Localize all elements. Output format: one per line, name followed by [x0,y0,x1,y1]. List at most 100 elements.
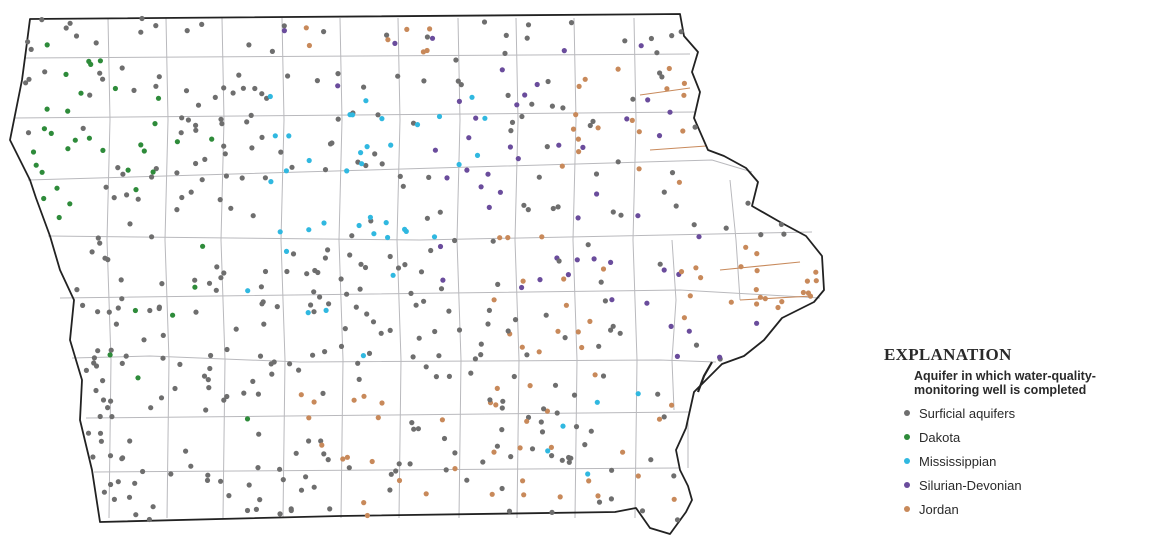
well-surficial [203,407,209,413]
well-dakota [138,142,144,148]
well-surficial [253,506,259,512]
well-surficial [321,29,327,35]
well-jordan [807,293,814,299]
well-surficial [250,213,256,219]
well-surficial [745,200,751,206]
well-surficial [95,309,101,315]
well-surficial [206,280,213,286]
well-surficial [691,222,697,228]
well-dakota [170,312,176,318]
well-surficial [485,321,491,327]
well-surficial [396,461,402,467]
legend-label-silurian-devonian: Silurian-Devonian [919,477,1022,493]
well-jordan [575,136,582,142]
well-surficial [778,221,785,227]
well-surficial [120,171,126,177]
well-surficial [418,269,425,275]
well-surficial [456,327,463,333]
well-surficial [559,457,565,463]
well-surficial [217,197,223,203]
well-dakota [44,42,50,48]
well-surficial [262,268,269,275]
well-surficial [256,431,262,437]
well-surficial [550,205,556,212]
well-dakota [100,147,106,153]
well-surficial [582,442,588,448]
well-surficial [552,382,559,388]
well-surficial [446,308,452,314]
well-surficial [478,341,484,347]
well-surficial [438,286,445,292]
well-surficial [97,430,104,436]
well-surficial [598,279,604,285]
well-surficial [26,76,32,82]
well-surficial [252,85,258,92]
well-silurian-devonian [609,297,615,303]
well-jordan [728,299,734,305]
well-surficial [411,426,417,432]
well-surficial [363,162,369,169]
well-surficial [421,298,427,304]
county-column-line [280,17,286,519]
well-silurian-devonian [514,102,520,108]
well-surficial [221,85,227,91]
well-surficial [212,94,218,100]
well-surficial [402,262,408,268]
well-surficial [585,242,591,248]
well-jordan [693,265,699,271]
well-surficial [115,479,121,485]
well-dakota [41,195,47,202]
well-surficial [103,184,109,190]
county-row-line [85,411,691,419]
well-surficial [87,92,93,98]
well-jordan [494,385,500,391]
well-silurian-devonian [565,272,572,278]
well-surficial [573,424,580,430]
well-surficial [630,96,636,102]
well-surficial [587,122,593,129]
well-jordan [306,415,312,421]
well-surficial [80,125,86,131]
well-mississippian [323,307,329,313]
well-surficial [355,360,361,366]
well-surficial [179,194,185,201]
well-surficial [487,397,493,403]
well-surficial [123,353,129,359]
well-surficial [410,120,417,126]
well-surficial [609,467,615,473]
river-accent-line [639,87,691,96]
county-column-line [671,239,677,411]
well-surficial [322,255,328,261]
well-surficial [97,70,103,76]
well-surficial [347,252,353,258]
well-surficial [304,271,310,277]
well-jordan [520,478,526,484]
well-dakota [63,71,69,77]
well-surficial [505,92,511,98]
well-jordan [575,329,581,335]
well-surficial [63,25,69,31]
legend-item-jordan: Jordan [904,497,1160,521]
well-mississippian [431,234,438,240]
well-jordan [563,302,570,308]
well-surficial [327,141,334,147]
well-jordan [557,494,563,500]
well-mississippian [560,423,566,429]
mississippi-river-line [696,361,713,393]
well-surficial [357,286,363,292]
well-surficial [250,378,256,384]
well-surficial [349,233,355,239]
well-jordan [527,383,533,389]
well-jordan [671,496,677,502]
well-silurian-devonian [515,156,521,162]
well-surficial [661,189,667,195]
well-jordan [636,129,642,135]
well-surficial [85,430,92,436]
well-jordan [524,418,530,424]
well-surficial [545,78,551,85]
well-silurian-devonian [429,35,436,41]
well-jordan [754,268,760,274]
well-surficial [108,481,114,488]
well-jordan [505,235,511,241]
well-surficial [119,360,125,366]
